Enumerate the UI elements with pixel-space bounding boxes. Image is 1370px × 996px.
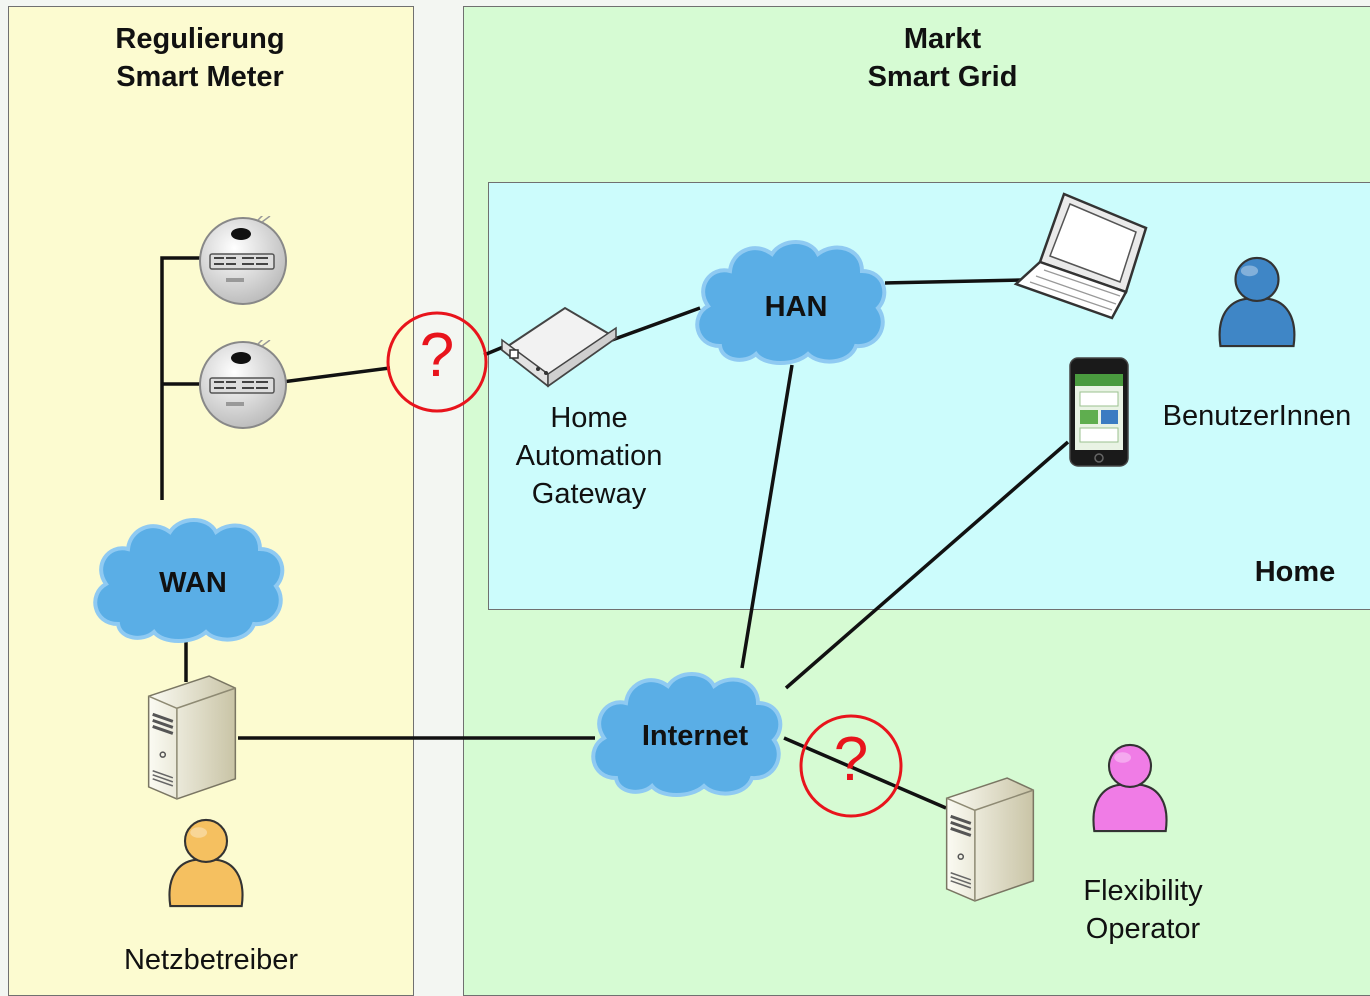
gateway-label-line2: Automation	[515, 440, 663, 472]
flexibility-operator-line2: Operator	[1085, 913, 1201, 945]
wan-label: WAN	[159, 567, 227, 599]
gateway-device-icon	[500, 306, 618, 388]
link-meter-question	[281, 366, 391, 384]
connection-lines	[160, 256, 1070, 810]
regulation-title: Regulierung Smart Meter	[60, 20, 340, 96]
link-han-internet	[740, 364, 794, 669]
question-circle-flexibility	[799, 714, 903, 818]
grid-operator-label: Netzbetreiber	[123, 944, 299, 976]
market-title-line1: Markt	[903, 23, 982, 55]
smartphone-icon	[1069, 357, 1129, 467]
flexibility-operator-line1: Flexibility	[1083, 875, 1203, 907]
flexibility-person-icon	[1092, 743, 1168, 833]
link-gateway-han	[611, 306, 701, 342]
grid-operator-server-icon	[147, 674, 237, 800]
market-title: Markt Smart Grid	[800, 20, 1085, 96]
market-title-line2: Smart Grid	[867, 61, 1018, 93]
regulation-title-line1: Regulierung	[115, 23, 285, 55]
flexibility-server-icon	[945, 776, 1035, 902]
question-circle-gateway	[386, 311, 488, 413]
flexibility-operator-label: Flexibility Operator	[1063, 872, 1223, 948]
link-han-laptop	[884, 278, 1023, 285]
gateway-label-line1: Home	[550, 402, 628, 434]
home-zone	[488, 182, 1370, 610]
gateway-label: Home Automation Gateway	[489, 399, 689, 513]
internet-label: Internet	[641, 720, 749, 752]
users-label: BenutzerInnen	[1162, 400, 1352, 432]
link-wan-meter-top	[160, 256, 205, 500]
regulation-title-line2: Smart Meter	[116, 61, 284, 93]
smart-meter-icon	[199, 340, 287, 429]
home-zone-label: Home	[1254, 556, 1336, 588]
link-internet-flex	[783, 736, 947, 810]
smart-meter-icon	[199, 216, 287, 305]
question-mark-gateway: ?	[419, 321, 455, 390]
laptop-icon	[1013, 192, 1148, 320]
operator-person-icon	[168, 818, 244, 908]
link-phone-internet	[784, 440, 1070, 690]
han-label: HAN	[764, 291, 828, 323]
question-mark-flexibility: ?	[833, 725, 869, 794]
user-person-icon	[1218, 256, 1296, 348]
gateway-label-line3: Gateway	[531, 478, 647, 510]
